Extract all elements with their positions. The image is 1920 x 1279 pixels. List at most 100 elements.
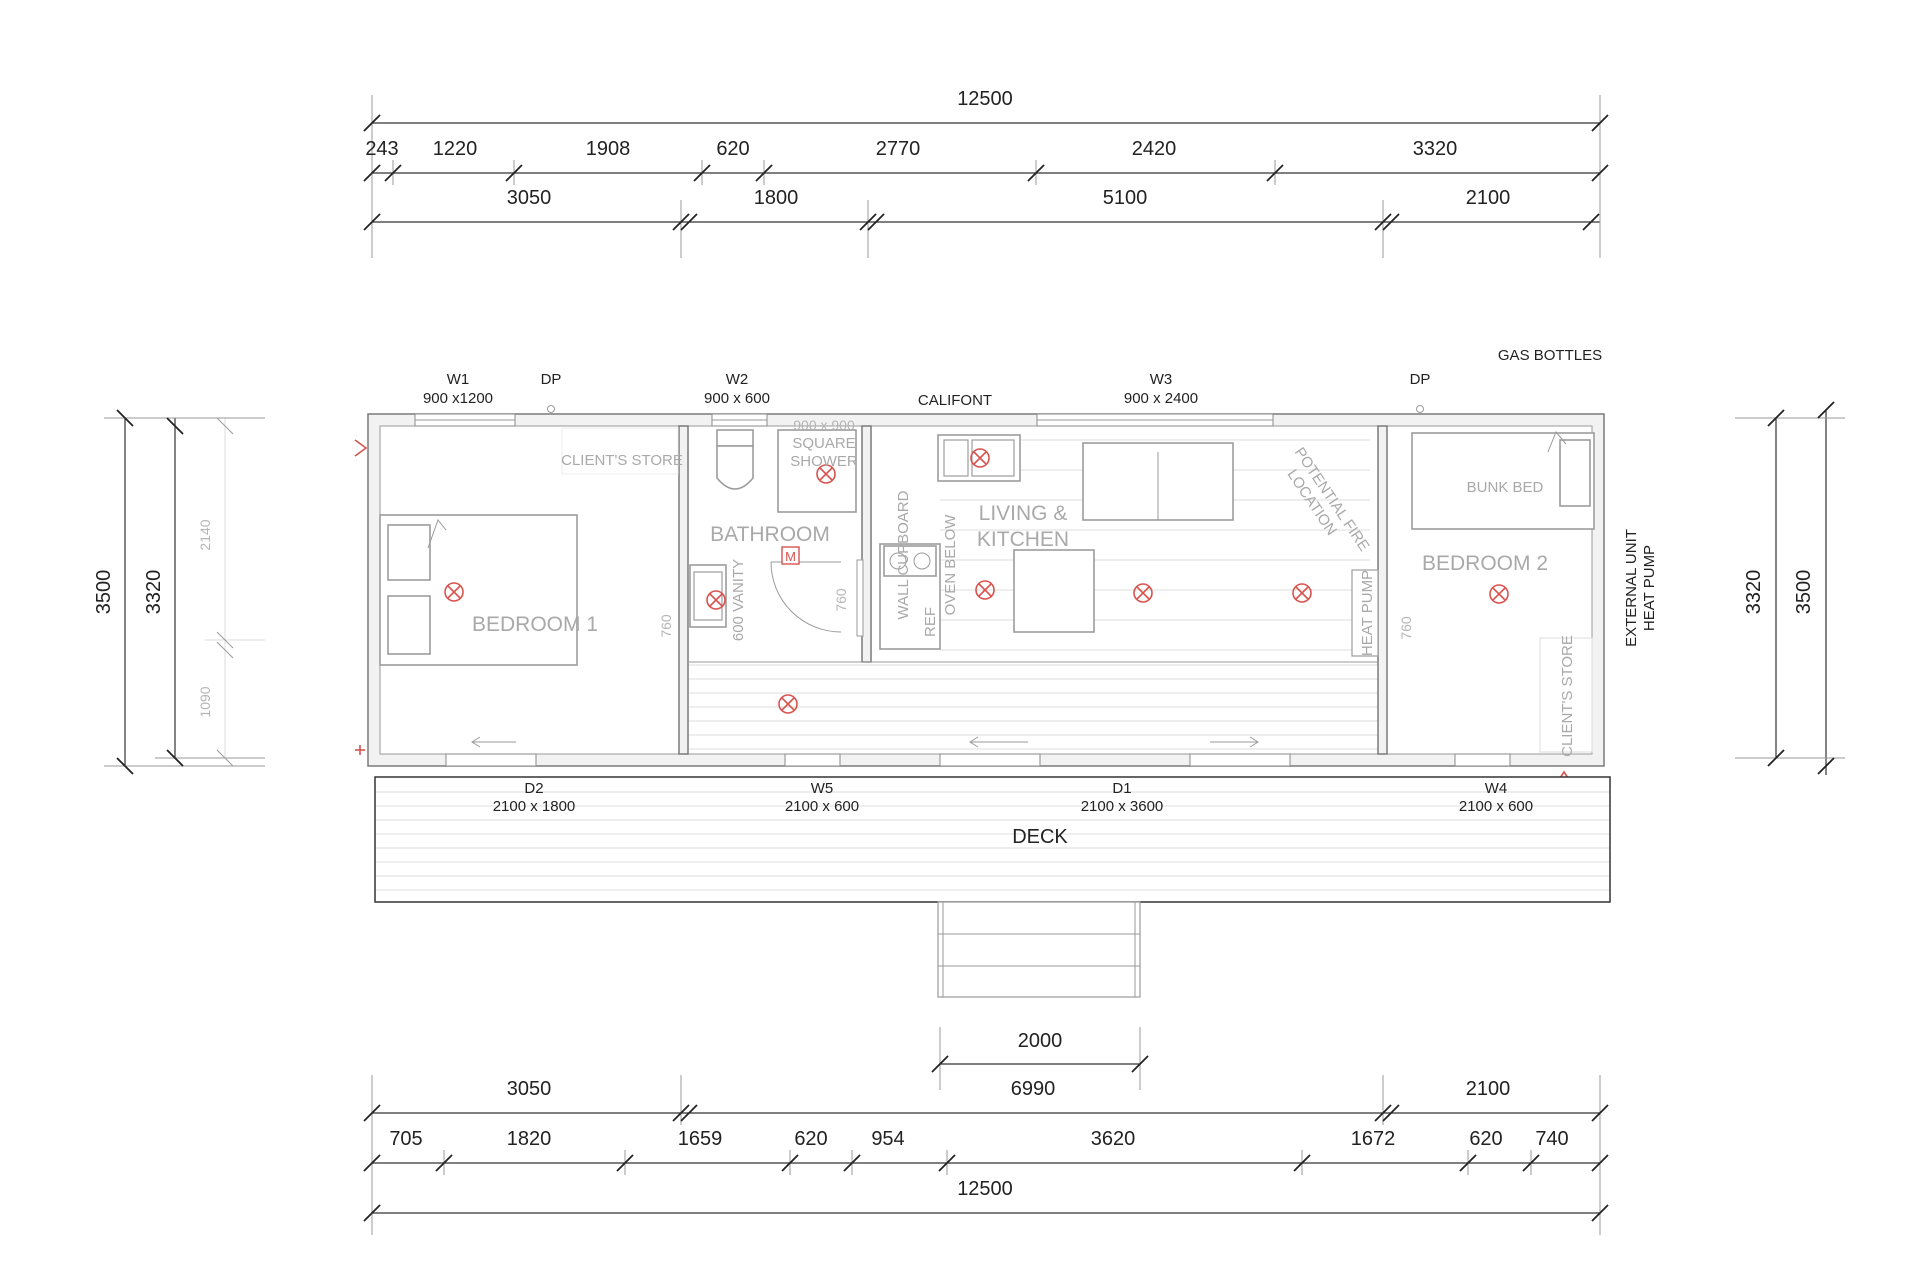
room-label-bathroom: BATHROOM: [710, 523, 830, 546]
heat-pump-unit: [1351, 569, 1379, 657]
window-size: 900 x 600: [704, 390, 770, 407]
room-label-kitchen: KITCHEN: [977, 528, 1069, 551]
dim-top-room: 5100: [1103, 187, 1148, 209]
door-swing: [770, 561, 842, 633]
dim-top-room: 1800: [754, 187, 799, 209]
dim-bottom-room: 6990: [1011, 1078, 1056, 1100]
dim-bottom-overall: 12500: [957, 1178, 1013, 1200]
oven-below-label: OVEN BELOW: [942, 514, 959, 616]
door-tag: D2: [524, 780, 543, 797]
dim-bottom-segment: 1659: [678, 1128, 723, 1150]
room-label-living: LIVING &: [979, 502, 1068, 525]
dim-bottom-segment: 1820: [507, 1128, 552, 1150]
bed-double: [379, 514, 578, 666]
window-size: 900 x 2400: [1124, 390, 1198, 407]
meter-label: M: [785, 549, 796, 564]
dim-bottom-room: 2100: [1466, 1078, 1511, 1100]
right-dimensions: 3320 3500: [1735, 401, 1845, 775]
light-icon: [970, 448, 990, 468]
light-icon: [1292, 583, 1312, 603]
light-icon: [816, 464, 836, 484]
door-width-label: 760: [658, 614, 674, 638]
bottom-opening-labels: D2 2100 x 1800 W5 2100 x 600 D1 2100 x 3…: [493, 780, 1533, 815]
downpipe-icon: [547, 405, 555, 413]
dim-top-segment: 1908: [586, 138, 631, 160]
top-dimensions: 12500 243 1220 1908 620 2770 2420 3320 3…: [363, 88, 1609, 258]
external-unit-label: HEAT PUMP: [1641, 545, 1658, 631]
wall-cupboard-label: WALL CUPBOARD: [895, 490, 912, 619]
gas-bottles-label: GAS BOTTLES: [1498, 347, 1602, 364]
dim-top-segment: 243: [365, 138, 398, 160]
floor-boards: [680, 439, 1380, 750]
shower-size-label: 900 x 900: [793, 417, 855, 433]
door-size: 2100 x 1800: [493, 798, 576, 815]
door-tag: D1: [1112, 780, 1131, 797]
dim-left-upper: 2140: [197, 519, 213, 550]
deck-steps: [937, 901, 1141, 998]
left-dimensions: 3500 3320 2140 1090: [93, 409, 265, 775]
shower-label: SHOWER: [790, 453, 858, 470]
bottom-dimensions: 2000 3050 6990 210: [363, 1027, 1609, 1235]
dim-top-overall: 12500: [957, 88, 1013, 110]
top-opening-labels: W1 900 x1200 DP W2 900 x 600 CALIFONT W3…: [423, 347, 1602, 409]
clients-store-label: CLIENT'S STORE: [561, 452, 683, 469]
shower-label: SQUARE: [792, 435, 855, 452]
downpipe-tag: DP: [1410, 371, 1431, 388]
fridge-label: REF: [922, 607, 939, 637]
dim-top-segment: 3320: [1413, 138, 1458, 160]
dim-left-outer: 3500: [93, 570, 115, 615]
external-unit-label: EXTERNAL UNIT: [1623, 529, 1640, 647]
dim-bottom-segment: 705: [389, 1128, 422, 1150]
light-icon: [778, 694, 798, 714]
bunk-bed-label: BUNK BED: [1467, 479, 1544, 496]
califont-label: CALIFONT: [918, 392, 992, 409]
toilet: [716, 429, 754, 490]
dim-top-room: 2100: [1466, 187, 1511, 209]
building-plan: M BEDROOM 1 BATHROOM LIVING & KITCHEN BE…: [354, 405, 1605, 792]
dim-bottom-segment: 954: [871, 1128, 904, 1150]
top-windows: [414, 413, 1274, 427]
bunk-bed: [1411, 431, 1595, 530]
meter-box-icon: [781, 546, 800, 565]
downpipe-tag: DP: [541, 371, 562, 388]
dim-top-segment: 1220: [433, 138, 478, 160]
dim-top-segment: 2420: [1132, 138, 1177, 160]
light-icon: [1133, 583, 1153, 603]
interior-wall: [1377, 425, 1388, 755]
dim-bottom-segment: 1672: [1351, 1128, 1396, 1150]
dim-bottom-segment: 3620: [1091, 1128, 1136, 1150]
interior-wall: [678, 425, 689, 755]
dim-steps: 2000: [1018, 1030, 1063, 1052]
light-icon: [706, 590, 726, 610]
deck-label: DECK: [1012, 826, 1068, 848]
heat-pump-label: HEAT PUMP: [1359, 570, 1376, 656]
dim-bottom-segment: 620: [794, 1128, 827, 1150]
dim-right-inner: 3320: [1743, 570, 1765, 615]
vanity-label: 600 VANITY: [730, 559, 747, 641]
door-size: 2100 x 3600: [1081, 798, 1164, 815]
door-width-label: 760: [1398, 616, 1414, 640]
window-size: 900 x1200: [423, 390, 493, 407]
window-size: 2100 x 600: [785, 798, 859, 815]
deck: DECK: [374, 776, 1611, 903]
window-tag: W5: [811, 780, 834, 797]
door-width-label: 760: [833, 588, 849, 612]
dim-right-outer: 3500: [1793, 570, 1815, 615]
bottom-openings: [445, 736, 1511, 767]
dim-bottom-room: 3050: [507, 1078, 552, 1100]
window-tag: W1: [447, 371, 470, 388]
dim-bottom-segment: 740: [1535, 1128, 1568, 1150]
dim-top-room: 3050: [507, 187, 552, 209]
light-icon: [444, 582, 464, 602]
window-tag: W4: [1485, 780, 1508, 797]
dim-top-segment: 2770: [876, 138, 921, 160]
dim-bottom-segment: 620: [1469, 1128, 1502, 1150]
gas-marker-icon: [354, 439, 368, 457]
dim-left-lower: 1090: [197, 686, 213, 717]
room-label-bedroom-1: BEDROOM 1: [472, 613, 598, 636]
clients-store-label: CLIENT'S STORE: [1559, 635, 1576, 757]
light-fittings: [444, 448, 1509, 714]
room-label-bedroom-2: BEDROOM 2: [1422, 552, 1548, 575]
dining-table: [1013, 549, 1095, 633]
